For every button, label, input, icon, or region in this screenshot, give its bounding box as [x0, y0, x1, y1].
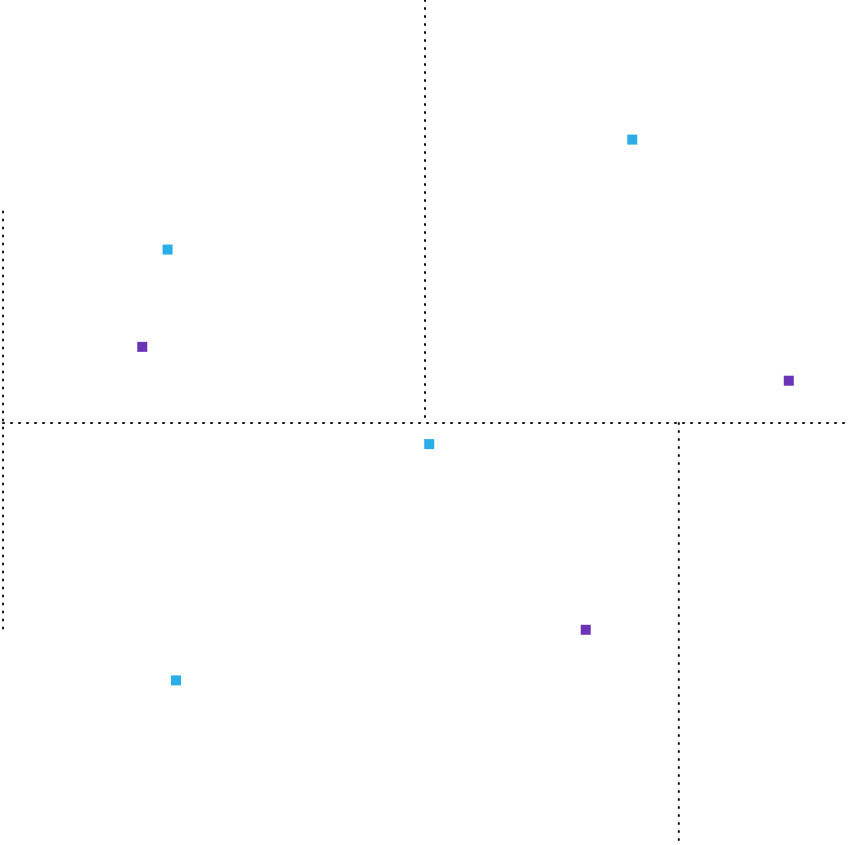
data-point-series-2-1 — [137, 341, 148, 352]
data-point-series-1-1 — [162, 244, 173, 255]
data-point-series-2-3 — [580, 624, 591, 635]
data-point-series-2-2 — [783, 375, 794, 386]
data-point-series-1-2 — [627, 134, 638, 145]
data-point-series-1-4 — [171, 675, 182, 686]
data-points — [137, 134, 794, 686]
data-point-series-1-3 — [424, 439, 435, 450]
